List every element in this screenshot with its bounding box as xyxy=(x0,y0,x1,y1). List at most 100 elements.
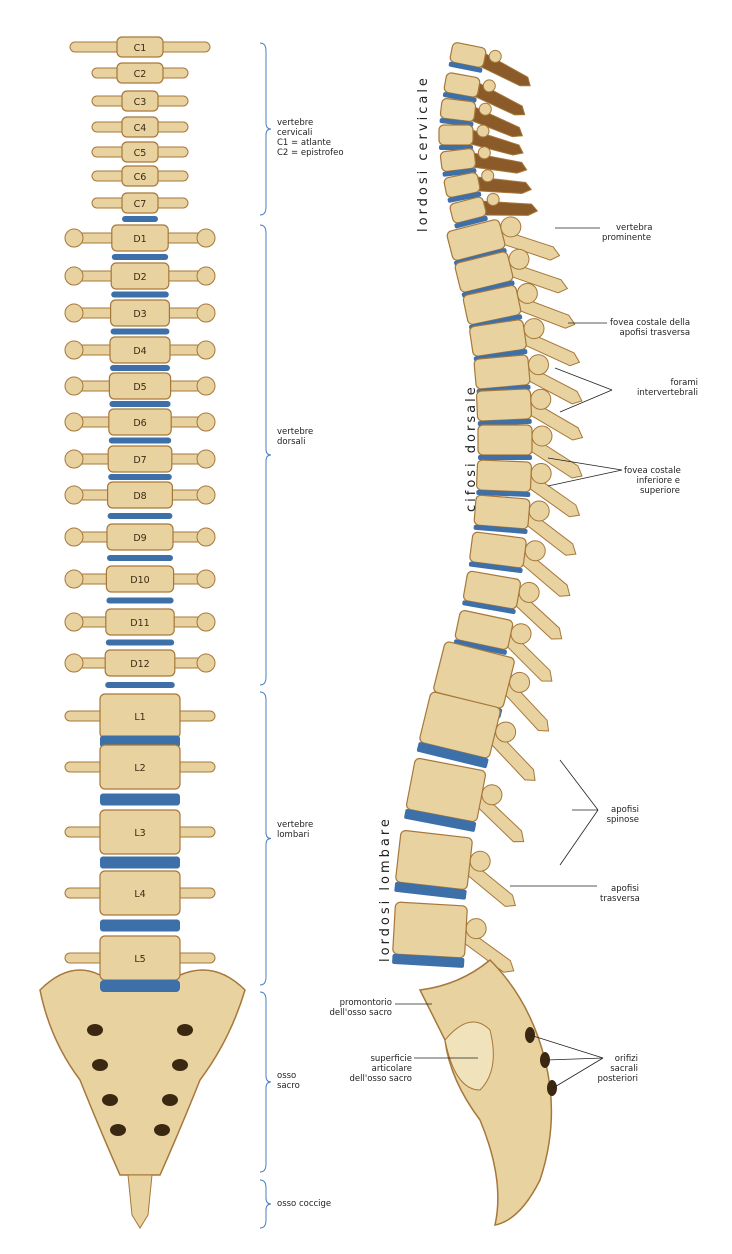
label-line: dell'osso sacro xyxy=(329,1008,392,1018)
vertebral-body xyxy=(104,649,176,677)
intervertebral-disc xyxy=(108,474,172,480)
rib-facet xyxy=(196,376,216,396)
annotation-fovea-costale-trasversa: fovea costale della apofisi trasversa xyxy=(610,318,690,338)
vertebral-body xyxy=(105,608,175,636)
intervertebral-disc xyxy=(110,365,170,371)
intervertebral-disc xyxy=(122,216,158,222)
rib-facet xyxy=(196,612,216,632)
coccyx xyxy=(127,1174,153,1229)
side-sacrum xyxy=(418,958,553,1226)
intervertebral-disc xyxy=(477,418,532,427)
vertebral-body xyxy=(454,610,514,650)
rib-facet xyxy=(64,266,84,286)
label-line: apofisi xyxy=(611,884,639,894)
intervertebral-disc xyxy=(468,561,523,574)
group-bracket xyxy=(259,1179,272,1229)
label-line: fovea costale xyxy=(624,466,681,476)
vertebra-label: L5 xyxy=(134,954,145,965)
intervertebral-disc xyxy=(100,919,180,932)
side-vertebra xyxy=(449,192,539,229)
side-vertebra xyxy=(476,459,581,518)
leader-line xyxy=(554,367,613,391)
vertebral-body xyxy=(99,809,181,855)
leader-line xyxy=(547,457,623,471)
articular-process xyxy=(478,102,492,116)
vertebral-body xyxy=(121,192,159,214)
label-coccyx: osso coccige xyxy=(277,1199,331,1209)
vertebral-body xyxy=(108,372,172,400)
label-line: forami xyxy=(670,378,698,388)
label-line: vertebre xyxy=(277,118,314,128)
rib-facet xyxy=(64,412,84,432)
group-bracket xyxy=(259,991,272,1173)
intervertebral-disc xyxy=(394,881,467,900)
annotation-fovea-costale-inf-sup: fovea costale inferiore e superiore xyxy=(624,466,681,496)
leader-line xyxy=(559,759,599,811)
annotation-superficie-articolare: superficie articolare dell'osso sacro xyxy=(340,1054,412,1084)
leader-line xyxy=(559,389,613,413)
vertebral-body xyxy=(469,319,527,357)
sacral-foramen xyxy=(154,1124,170,1136)
vertebral-body xyxy=(475,388,533,422)
vertebra-label: D4 xyxy=(133,346,146,357)
vertebral-body xyxy=(438,124,474,146)
rib-facet xyxy=(196,228,216,248)
side-vertebra xyxy=(438,124,524,156)
vertebra-label: C7 xyxy=(134,199,147,210)
front-view-spine: C1C2C3C4C5C6C7D1D2D3D4D5D6D7D8D9D10D11D1… xyxy=(39,36,246,1229)
vertebral-body xyxy=(106,481,174,509)
vertebra-label: D11 xyxy=(130,618,149,629)
vertebra-label: D10 xyxy=(130,575,149,586)
vertebra-label: D8 xyxy=(133,491,146,502)
articular-process xyxy=(488,49,502,63)
label-line: sacro xyxy=(277,1081,300,1091)
articular-process xyxy=(476,124,490,138)
sacrum xyxy=(39,969,246,1176)
annotation-vertebra-prominente: vertebra prominente xyxy=(602,223,652,243)
vertebra-label: C4 xyxy=(134,123,147,134)
annotation-promontorio: promontorio dell'osso sacro xyxy=(326,998,392,1018)
vertebra-label: D3 xyxy=(133,309,146,320)
label-line: sacrali xyxy=(610,1064,638,1074)
side-vertebra xyxy=(442,72,526,116)
rib-facet xyxy=(64,449,84,469)
rib-facet xyxy=(196,340,216,360)
intervertebral-disc xyxy=(447,191,482,203)
vertebral-body xyxy=(109,299,170,327)
vertebra-label: C3 xyxy=(134,97,147,108)
rib-facet xyxy=(64,340,84,360)
rib-facet xyxy=(196,449,216,469)
label-line: vertebre xyxy=(277,427,314,437)
side-vertebra xyxy=(468,531,571,597)
intervertebral-disc xyxy=(100,856,180,869)
side-view-spine xyxy=(392,42,584,1226)
side-vertebra xyxy=(477,424,583,479)
intervertebral-disc xyxy=(473,524,528,534)
vertebral-body xyxy=(116,36,164,58)
rib-facet xyxy=(196,569,216,589)
label-line: vertebre xyxy=(277,820,314,830)
vertebral-body xyxy=(116,62,164,84)
leader-line xyxy=(547,469,623,487)
intervertebral-disc xyxy=(442,168,477,177)
vertebra-label: C5 xyxy=(134,148,147,159)
vertebral-body xyxy=(473,494,531,530)
intervertebral-disc xyxy=(105,682,175,688)
articular-process xyxy=(482,79,496,93)
label-line: fovea costale della xyxy=(610,318,691,328)
vertebra-label: L4 xyxy=(134,889,145,900)
rib-facet xyxy=(64,569,84,589)
intervertebral-disc xyxy=(107,513,173,519)
intervertebral-disc xyxy=(476,489,531,498)
intervertebral-disc xyxy=(100,980,180,992)
curve-label-dorsal-kyphosis: cifosi dorsale xyxy=(464,384,479,512)
annotation-leader-lines xyxy=(395,227,623,1089)
rib-facet xyxy=(196,485,216,505)
vertebral-body xyxy=(121,90,159,112)
sacral-foramen xyxy=(177,1024,193,1036)
vertebral-body xyxy=(392,901,468,959)
group-bracket xyxy=(259,224,272,686)
rib-facet xyxy=(196,412,216,432)
vertebra-label: D2 xyxy=(133,272,146,283)
sacral-foramen xyxy=(87,1024,103,1036)
